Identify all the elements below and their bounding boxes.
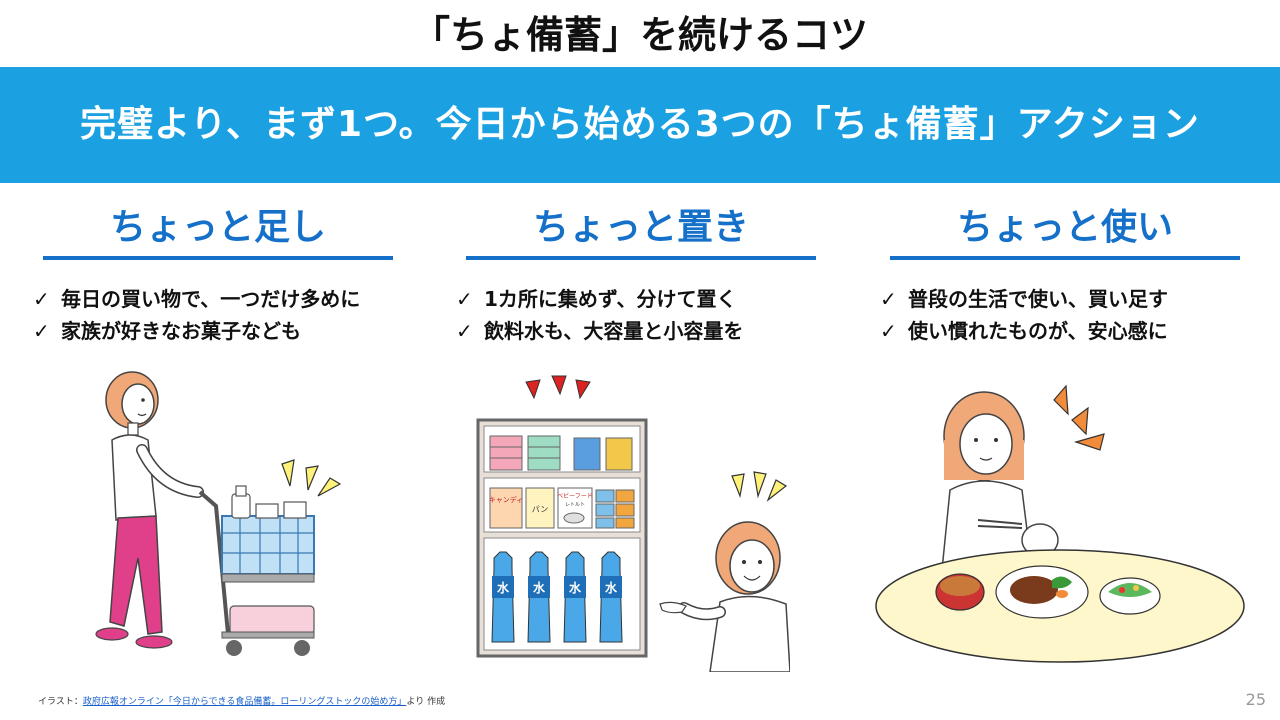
bullet-item: ✓普段の生活で使い、買い足す <box>880 283 1260 315</box>
check-icon: ✓ <box>33 319 50 343</box>
column-chotto-oki: ちょっと置き ✓1カ所に集めず、分けて置く ✓飲料水も、大容量と小容量を <box>456 200 816 680</box>
bullet-item: ✓毎日の買い物で、一つだけ多めに <box>33 283 413 315</box>
bullet-item: ✓1カ所に集めず、分けて置く <box>456 283 836 315</box>
check-icon: ✓ <box>456 319 473 343</box>
column-chotto-tsukai: ちょっと使い ✓普段の生活で使い、買い足す ✓使い慣れたものが、安心感に <box>880 200 1240 680</box>
bullet-item: ✓飲料水も、大容量と小容量を <box>456 315 836 347</box>
candy-label: キャンディ <box>489 495 524 504</box>
check-icon: ✓ <box>33 287 50 311</box>
slide-title: 「ちょ備蓄」を続けるコツ <box>411 13 868 57</box>
column-heading: ちょっと使い <box>956 207 1173 248</box>
heading-underline <box>43 256 393 260</box>
banner: 完璧より、まず1つ。今日から始める3つの「ちょ備蓄」アクション <box>0 67 1280 183</box>
water-label: 水 <box>569 580 582 595</box>
bullet-list: ✓普段の生活で使い、買い足す ✓使い慣れたものが、安心感に <box>880 283 1260 347</box>
bullet-item: ✓使い慣れたものが、安心感に <box>880 315 1260 347</box>
column-heading: ちょっと足し <box>109 207 326 248</box>
check-icon: ✓ <box>880 319 897 343</box>
babyfood-label: ベビーフード <box>557 492 593 500</box>
bullet-list: ✓毎日の買い物で、一つだけ多めに ✓家族が好きなお菓子なども <box>33 283 413 347</box>
bullet-list: ✓1カ所に集めず、分けて置く ✓飲料水も、大容量と小容量を <box>456 283 836 347</box>
water-bottles: 水 水 水 水 <box>491 551 623 643</box>
column-chotto-tashi: ちょっと足し ✓毎日の買い物で、一つだけ多めに ✓家族が好きなお菓子なども <box>33 200 393 680</box>
water-label: 水 <box>497 580 510 595</box>
water-label: 水 <box>605 580 618 595</box>
bullet-item: ✓家族が好きなお菓子なども <box>33 315 413 347</box>
eating-woman-illustration <box>875 384 1245 663</box>
check-icon: ✓ <box>880 287 897 311</box>
storage-shelf-illustration: キャンディ パン ベビーフード レトルト 水 水 水 水 <box>476 375 790 672</box>
water-label: 水 <box>533 580 546 595</box>
illustration-credit: イラスト：政府広報オンライン「今日からできる食品備蓄。ローリングストックの始め方… <box>38 697 446 707</box>
page-number: 25 <box>1245 690 1266 709</box>
shopping-woman-illustration <box>95 371 342 656</box>
retort-label: レトルト <box>565 502 585 508</box>
bread-label: パン <box>532 505 548 514</box>
heading-underline <box>890 256 1240 260</box>
check-icon: ✓ <box>456 287 473 311</box>
heading-underline <box>466 256 816 260</box>
credit-source-link[interactable]: 政府広報オンライン「今日からできる食品備蓄。ローリングストックの始め方」 <box>82 697 407 707</box>
column-heading: ちょっと置き <box>532 207 749 248</box>
banner-text: 完璧より、まず1つ。今日から始める3つの「ちょ備蓄」アクション <box>80 104 1200 145</box>
